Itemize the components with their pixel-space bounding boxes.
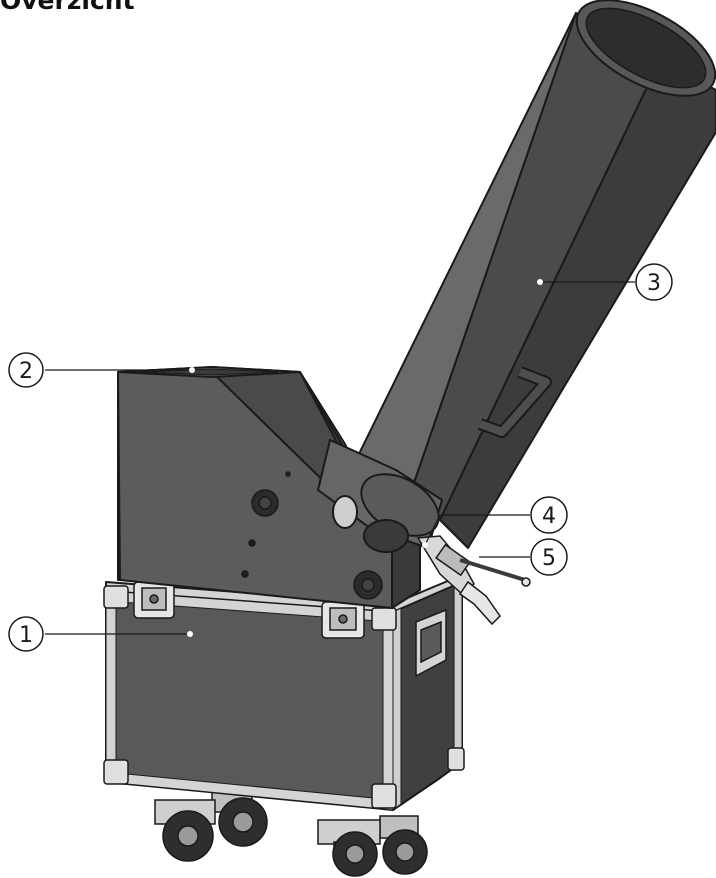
barrel-handle <box>477 366 552 438</box>
flight-case <box>105 574 463 811</box>
callout-1: 1 <box>8 616 193 652</box>
callout-4: 4 <box>422 496 568 548</box>
callout-5: 5 <box>473 538 568 576</box>
case-latch-left <box>133 581 175 619</box>
callout-number-4: 4 <box>542 504 556 529</box>
callout-number-2: 2 <box>19 359 33 384</box>
callout-number-1: 1 <box>19 623 33 648</box>
callout-3: 3 <box>537 263 673 301</box>
caster-wheels <box>154 789 428 877</box>
housing-knobs <box>241 471 383 600</box>
page-heading: Overzicht <box>0 0 135 15</box>
case-corners <box>103 585 465 809</box>
callout-2: 2 <box>8 352 195 388</box>
callout-number-5: 5 <box>542 546 556 571</box>
case-latch-right <box>321 601 365 639</box>
case-handle <box>415 608 447 678</box>
callout-number-3: 3 <box>647 271 661 296</box>
machine-housing <box>117 366 421 609</box>
gas-valve <box>416 535 531 626</box>
